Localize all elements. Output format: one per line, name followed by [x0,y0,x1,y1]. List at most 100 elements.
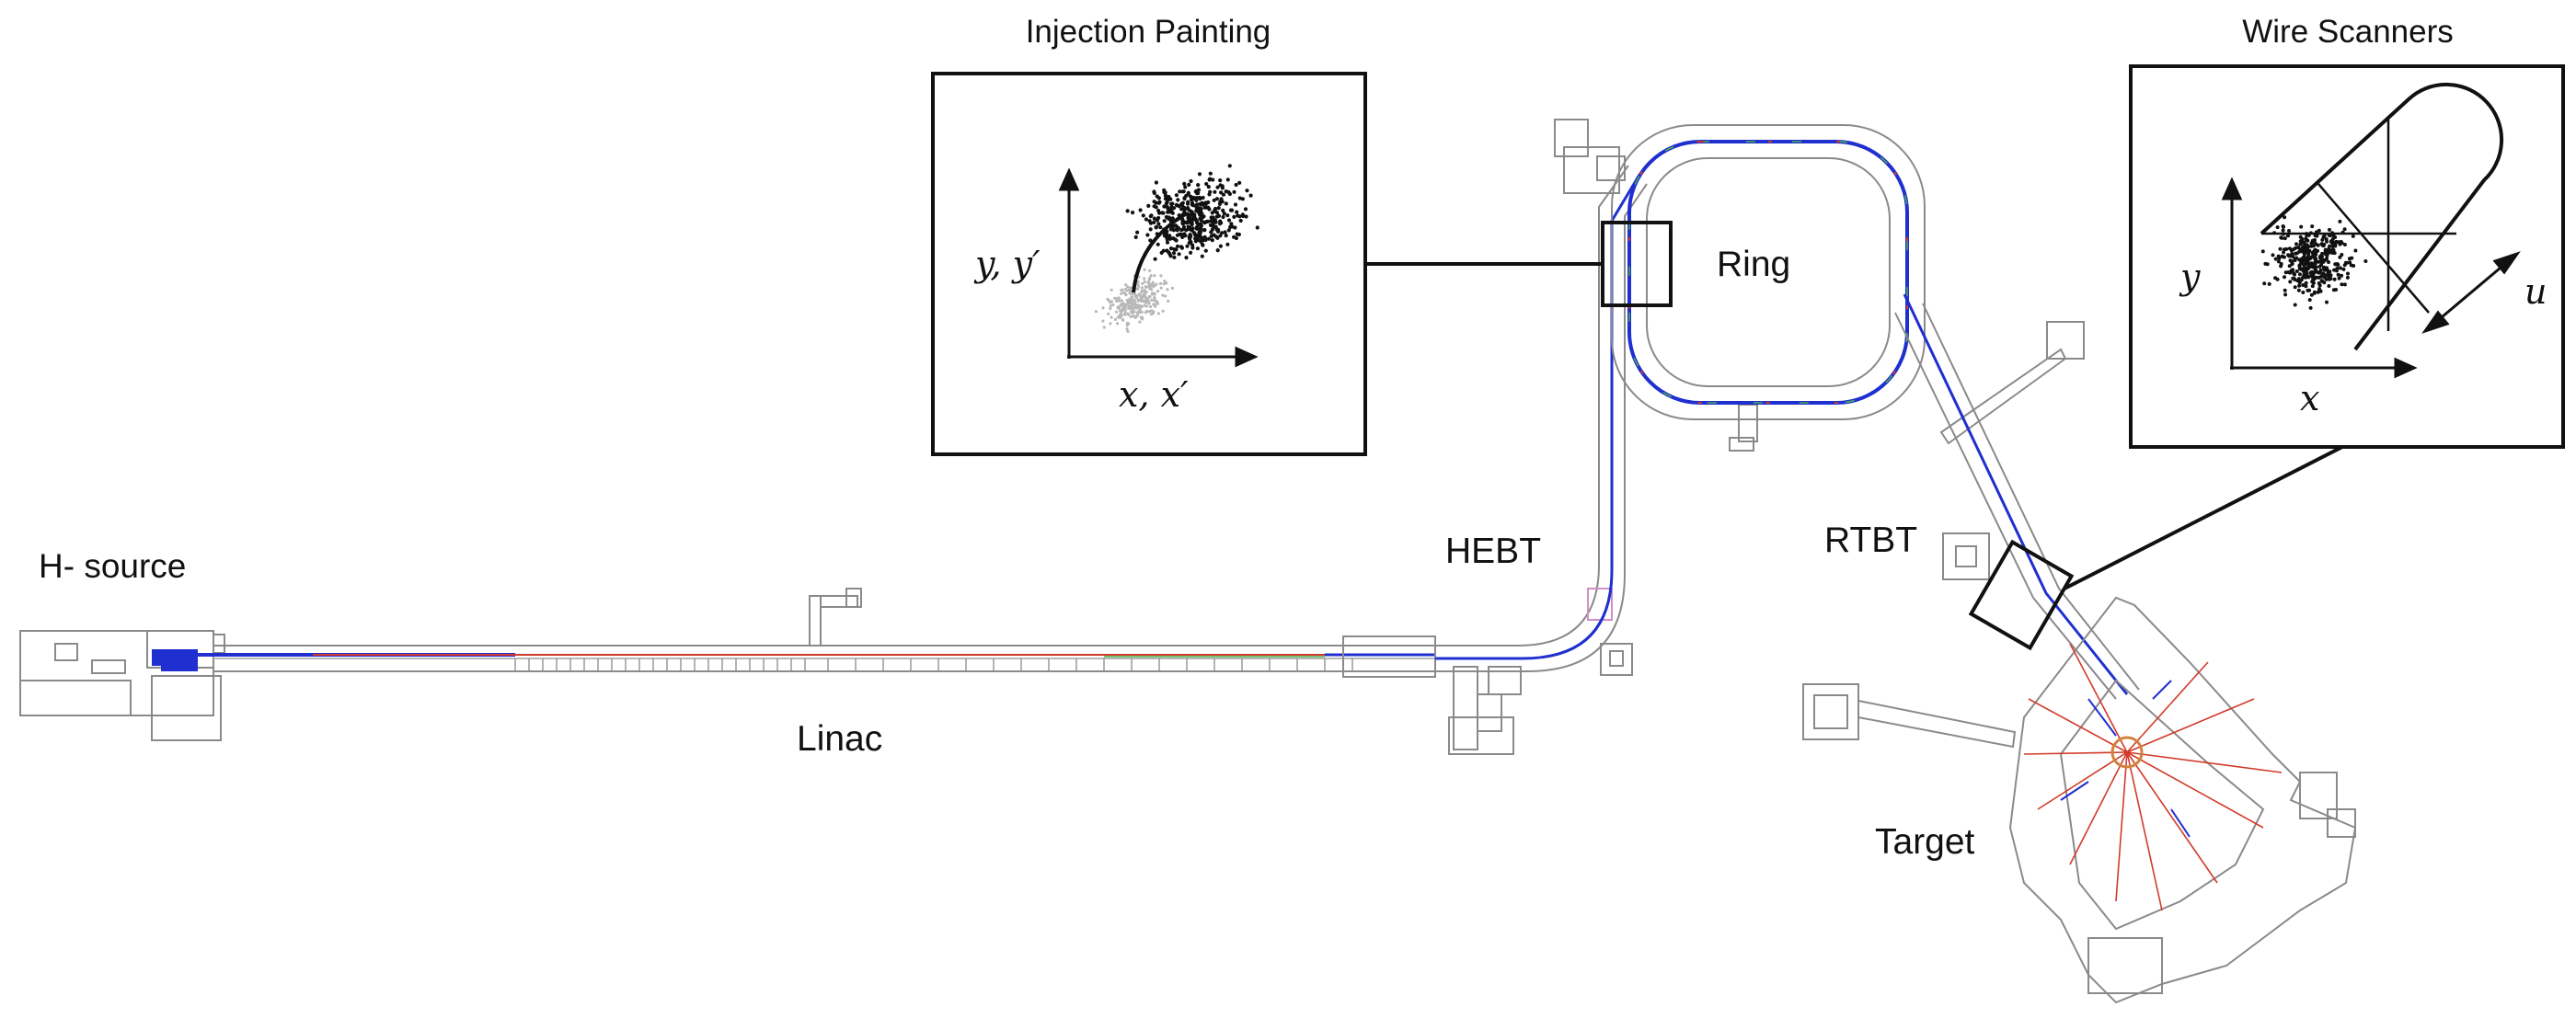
particle [1255,225,1259,230]
target-instruments [2060,680,2191,838]
particle [1101,306,1105,310]
particle [1204,181,1209,187]
particle [1218,244,1223,248]
particle [2307,298,2312,303]
particle [1182,181,1187,186]
particle [1179,202,1184,208]
particle [1109,322,1112,326]
particle [2301,283,2306,287]
particle [1189,178,1193,184]
u-direction-arrow [2421,251,2521,334]
particle [1167,236,1173,241]
particle [2327,260,2330,264]
particle [2325,269,2329,273]
particle [1153,257,1157,261]
particle [2338,219,2342,223]
particle [1237,180,1242,185]
particle [1109,303,1113,307]
particle [1141,281,1144,285]
particle [1138,320,1142,324]
particle [1198,216,1202,221]
particle [2308,265,2313,269]
particle [2345,260,2349,265]
particle [1170,286,1174,290]
particle [2309,244,2314,248]
injection-initial-distribution [1094,268,1174,333]
particle [1149,313,1154,316]
particle [1200,242,1205,246]
particle [1137,284,1141,288]
particle [1232,214,1236,219]
facility-layout [19,119,2357,1004]
particle [2324,237,2329,241]
particle [1150,298,1154,302]
particle [1123,311,1127,315]
particle [2317,289,2322,292]
wire-callout [1968,445,2343,651]
wire-title: Wire Scanners [2242,14,2454,50]
particle [1155,282,1158,286]
particle [1152,284,1156,289]
particle [2306,275,2311,280]
particle [2301,291,2306,294]
particle [2328,234,2332,238]
particle [2283,270,2288,275]
particle [1211,215,1215,220]
particle [1234,182,1238,188]
particle [1143,303,1146,307]
particle [1164,214,1168,220]
particle [2306,233,2311,237]
particle [1138,208,1143,212]
particle [1224,201,1228,206]
particle [1113,296,1117,300]
particle [1131,302,1135,306]
particle [1206,236,1212,241]
particle [1186,190,1190,195]
particle [2277,256,2282,260]
injection-painting-inset: Injection Painting y, y′ x, x′ [931,14,1367,456]
particle [1215,248,1220,253]
particle [1119,309,1122,313]
particle [1184,256,1189,260]
particle [1154,304,1157,308]
particle [2298,242,2303,246]
particle [1132,315,1135,318]
particle [1198,226,1203,231]
particle [2327,272,2331,277]
particle [1111,303,1115,306]
particle [1175,203,1179,208]
particle [2327,277,2331,281]
particle [1187,182,1191,187]
particle [1162,204,1167,209]
particle [2311,276,2316,280]
particle [1124,283,1128,287]
particle [1146,203,1151,208]
particle [1159,274,1163,278]
particle [1146,297,1150,301]
particle [1175,233,1179,237]
particle [1163,193,1167,198]
particle [1121,318,1125,322]
particle [2293,272,2297,277]
ring-beamline [1627,140,1909,405]
particle [1163,197,1168,201]
injection-x-axis-label: x, x′ [1119,374,1189,415]
particle [1145,304,1149,308]
particle [1161,211,1166,215]
particle [2275,277,2280,281]
particle [1125,327,1129,331]
particle [2293,285,2297,290]
particle [1218,183,1223,188]
particle [1218,234,1223,238]
particle [1133,303,1137,306]
particle [2312,290,2317,294]
particle [2332,251,2337,256]
wire-axes [2221,177,2418,379]
injection-painting-trajectory [1132,212,1189,293]
particle [1213,209,1217,213]
particle [2340,273,2344,278]
particle [1123,308,1127,312]
particle [2260,249,2265,254]
particle [1200,212,1204,216]
particle [2335,262,2340,267]
